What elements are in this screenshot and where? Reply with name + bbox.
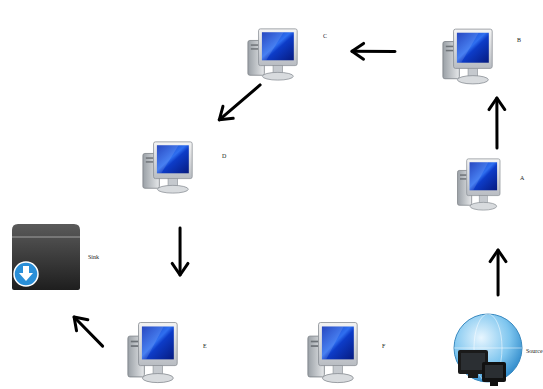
flow-arrow [172,228,188,275]
flow-arrow [490,250,506,295]
sink-node: Sink [10,222,82,292]
node-label: D [222,153,226,160]
arrow-head [219,106,233,120]
node-label: C [323,33,327,40]
arrow-head [490,250,506,262]
computer-icon [440,25,498,87]
arrow-shaft [495,98,498,148]
arrow-head [352,43,364,59]
computer-node: B [440,25,498,87]
node-label: F [382,343,385,350]
flow-arrow [489,98,505,148]
arrow-head [172,263,188,275]
computer-icon [305,318,363,386]
arrow-shaft [179,228,182,275]
computer-node: A [455,155,505,213]
computer-node: D [140,138,198,196]
arrow-head [489,98,505,110]
arrow-shaft [74,317,103,346]
node-label: E [203,343,207,350]
computer-icon [140,138,198,196]
computer-node: F [305,318,363,386]
computer-node: C [245,25,303,83]
flow-arrow [219,85,260,120]
computer-icon [125,318,183,386]
node-label: Sink [88,254,99,261]
source-globe-icon [452,310,524,389]
node-label: B [517,37,521,44]
computer-icon [245,25,303,83]
arrow-shaft [497,250,500,295]
flow-arrow [74,317,103,346]
arrow-shaft [219,85,260,120]
node-label: A [520,175,524,182]
sink-folder-icon [10,222,82,292]
node-label: Source [526,348,543,355]
arrow-head [74,317,88,331]
source-node: Source [452,310,524,389]
arrow-shaft [352,50,395,53]
computer-node: E [125,318,183,386]
computer-icon [455,155,505,213]
flow-arrow [352,43,395,59]
